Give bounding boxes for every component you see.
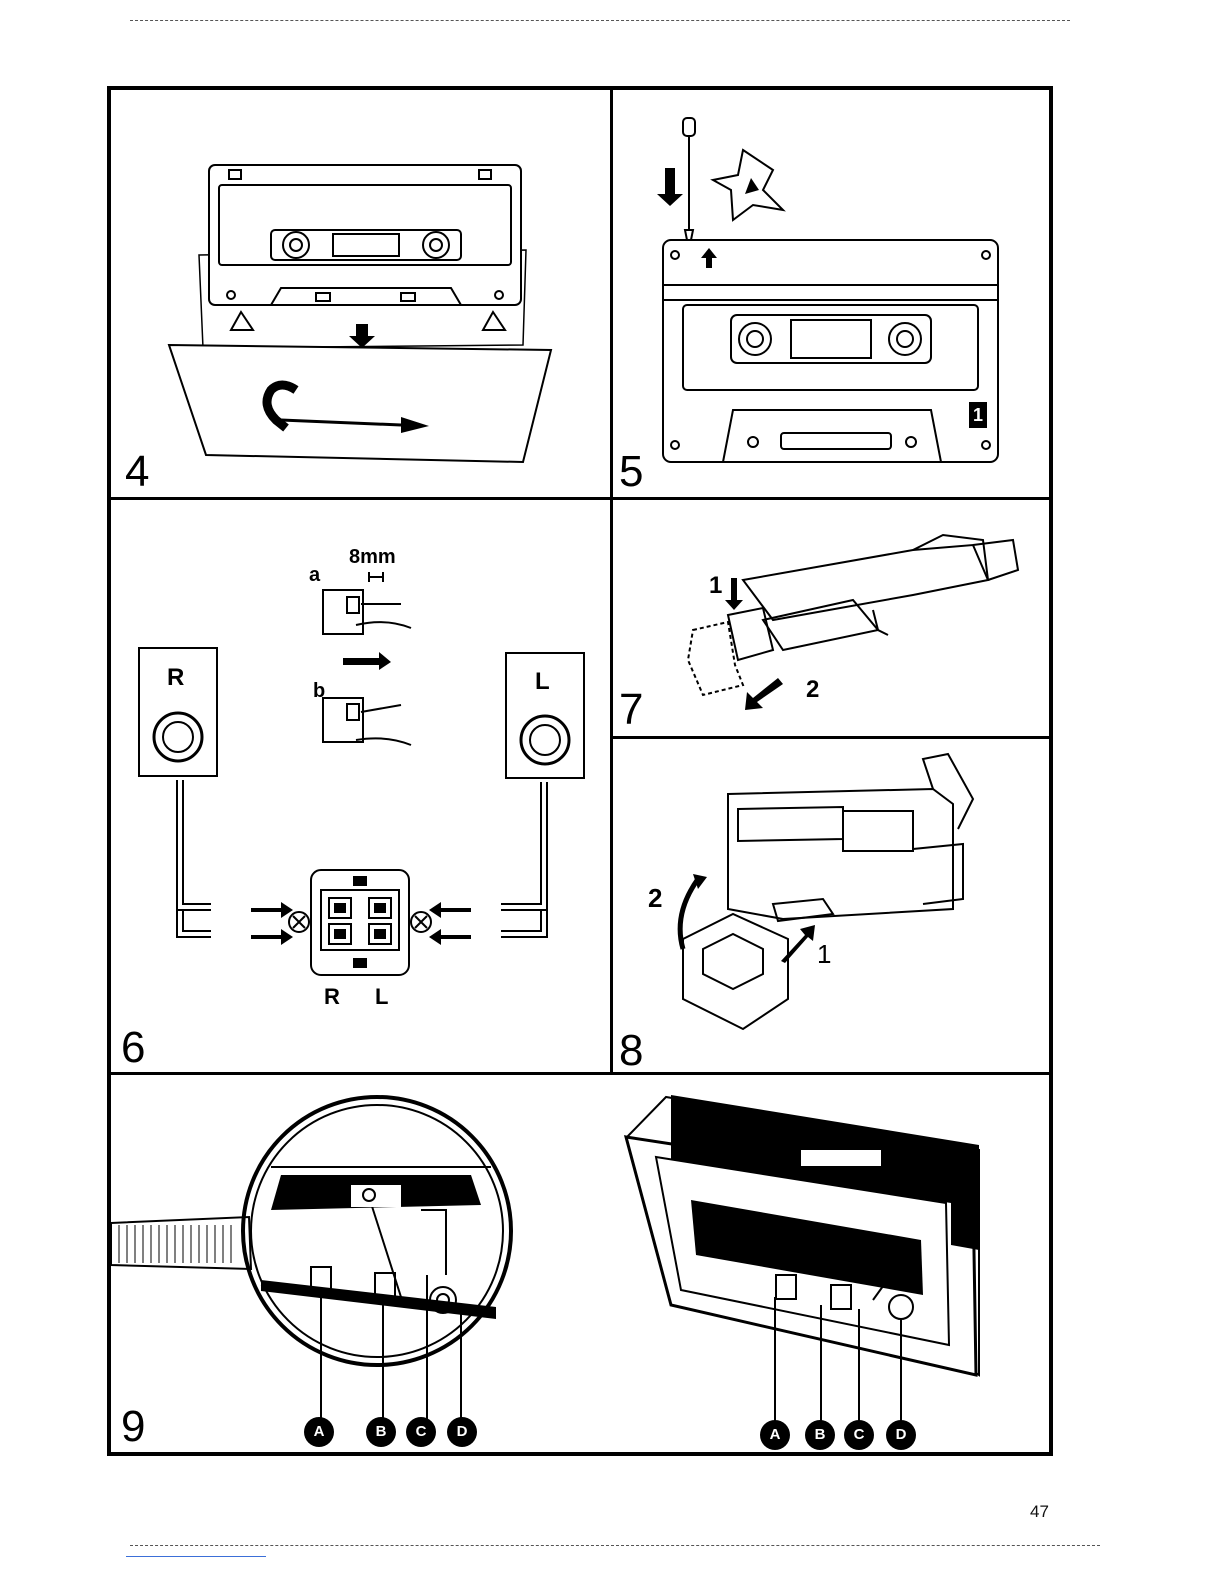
head-adjustment-illustration: [111, 1075, 1049, 1452]
step-a-label: a: [309, 564, 320, 587]
panel-number-5: 5: [619, 450, 643, 494]
page-number: 47: [1030, 1502, 1049, 1522]
marker-b-left: B: [366, 1417, 396, 1447]
marker-d-left: D: [447, 1417, 477, 1447]
stylus-removal-illustration: [613, 500, 1049, 736]
marker-b-right: B: [805, 1420, 835, 1450]
panel-4: 4: [111, 90, 610, 497]
strip-length-label: 8mm: [349, 546, 396, 569]
marker-a-left: A: [304, 1417, 334, 1447]
terminal-l-label: L: [375, 984, 388, 1010]
panel-number-7: 7: [619, 688, 643, 732]
speaker-wiring-illustration: [111, 500, 610, 1072]
speaker-left-label: L: [535, 668, 550, 696]
terminal-r-label: R: [324, 984, 340, 1010]
step-b-label: b: [313, 680, 325, 703]
panel-9: 9 A B C D A B C D: [111, 1075, 1049, 1452]
step-1-label: 1: [817, 939, 831, 970]
cassette-insert-illustration: [111, 90, 610, 497]
step-2-label: 2: [648, 883, 662, 914]
marker-c-right: C: [844, 1420, 874, 1450]
scan-artifact-top: [130, 20, 1070, 21]
step-2-label: 2: [806, 676, 819, 704]
panel-6: R L a b 8mm R L 6: [111, 500, 610, 1072]
step-1-label: 1: [709, 572, 722, 600]
panel-number-6: 6: [121, 1026, 145, 1070]
speaker-right-label: R: [167, 664, 184, 692]
cassette-screwdriver-illustration: [613, 90, 1049, 497]
panel-7: 1 2 7: [613, 500, 1049, 736]
cassette-side-badge: 1: [971, 404, 985, 426]
marker-d-right: D: [886, 1420, 916, 1450]
scan-artifact-bottom: [130, 1545, 1100, 1546]
stylus-insertion-illustration: [613, 739, 1049, 1072]
scan-artifact-underline: [126, 1556, 266, 1557]
panel-number-4: 4: [125, 450, 149, 494]
marker-a-right: A: [760, 1420, 790, 1450]
marker-c-left: C: [406, 1417, 436, 1447]
panel-5: 1 5: [613, 90, 1049, 497]
panel-number-9: 9: [121, 1405, 145, 1449]
panel-8: 2 1 8: [613, 739, 1049, 1072]
panel-number-8: 8: [619, 1029, 643, 1073]
